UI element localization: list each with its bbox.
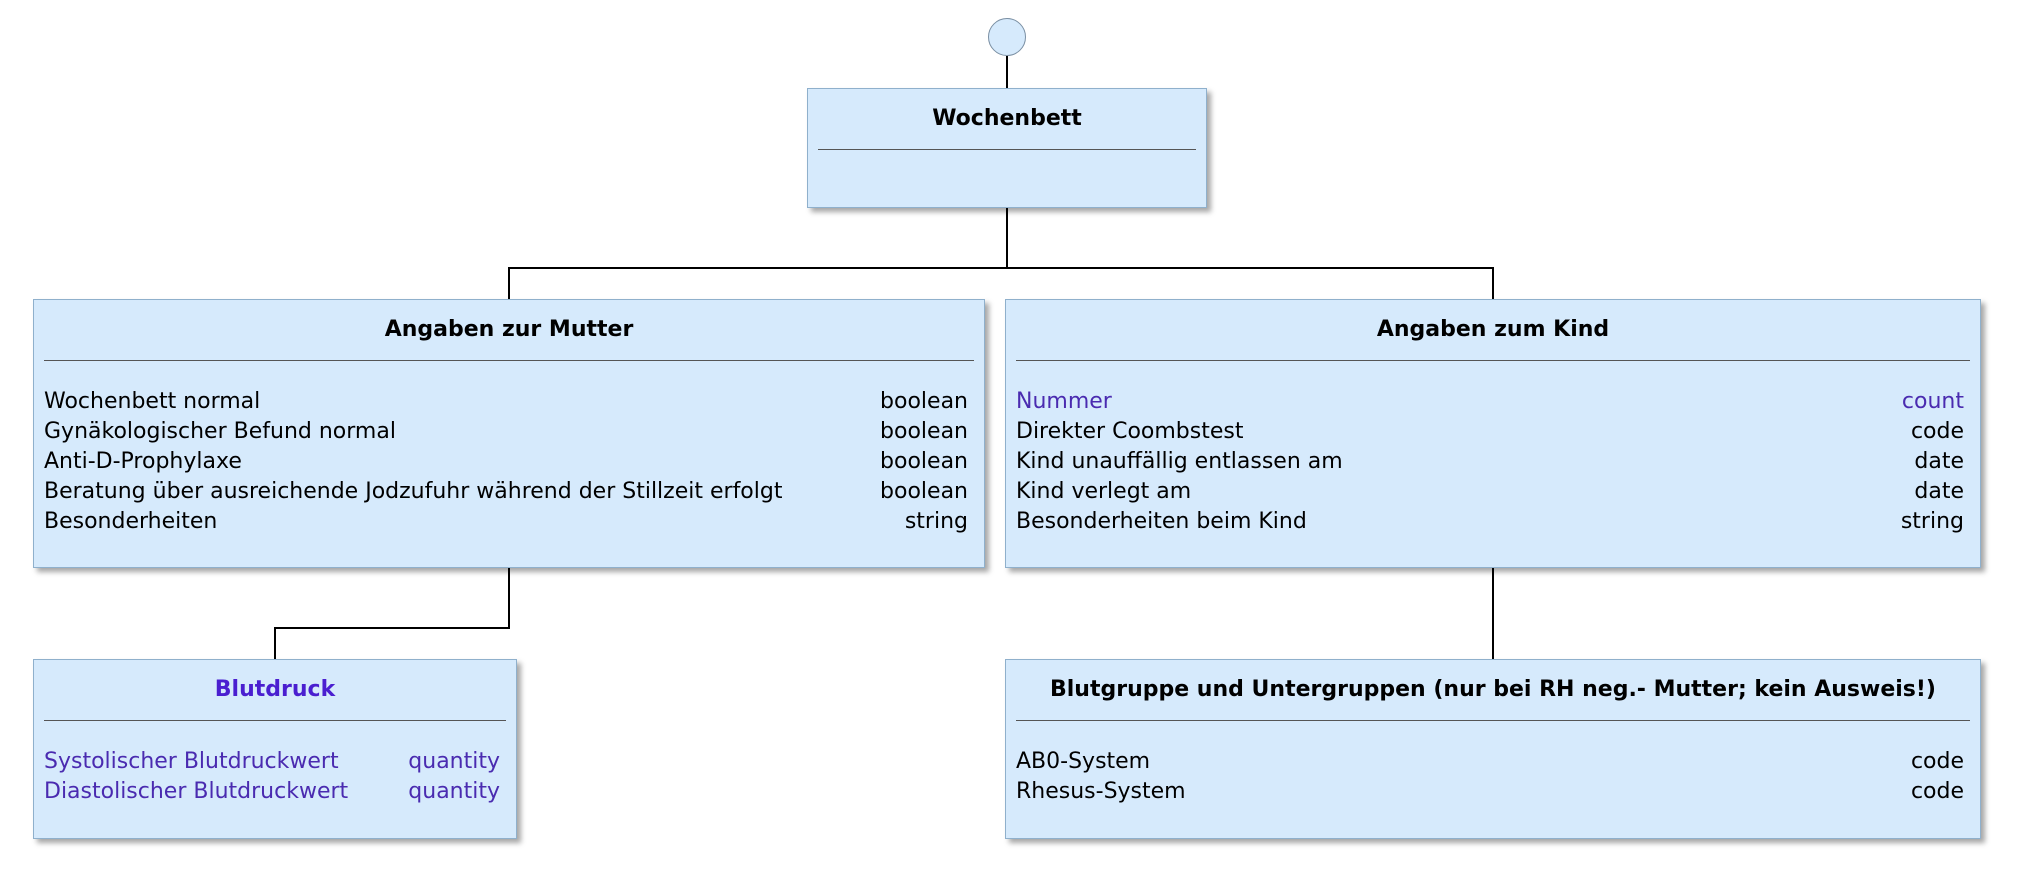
connector-mutter-blutdruck	[274, 568, 510, 659]
attribute-type: boolean	[880, 479, 968, 504]
attribute-type: quantity	[408, 749, 500, 774]
attribute-label: Anti-D-Prophylaxe	[44, 449, 242, 474]
initial-node	[988, 18, 1026, 56]
class-box-angaben-zur-mutter: Angaben zur Mutter Wochenbett normal boo…	[33, 299, 985, 568]
connector-root-mutter	[508, 267, 1494, 299]
attribute-label: Nummer	[1016, 389, 1112, 414]
attribute-row: Besonderheiten beim Kind string	[1016, 507, 1964, 537]
attribute-label: AB0-System	[1016, 749, 1151, 774]
attribute-type: boolean	[880, 389, 968, 414]
class-box-wochenbett: Wochenbett	[807, 88, 1207, 208]
attribute-row: Anti-D-Prophylaxe boolean	[44, 447, 968, 477]
attribute-type: date	[1914, 449, 1964, 474]
attribute-type: boolean	[880, 449, 968, 474]
attribute-label: Gynäkologischer Befund normal	[44, 419, 396, 444]
attribute-type: string	[904, 509, 968, 534]
attribute-type: count	[1901, 389, 1964, 414]
attribute-row: Diastolischer Blutdruckwert quantity	[44, 777, 500, 807]
attribute-label: Besonderheiten beim Kind	[1016, 509, 1307, 534]
attribute-row: Systolischer Blutdruckwert quantity	[44, 747, 500, 777]
attribute-row: AB0-System code	[1016, 747, 1964, 777]
attribute-row: Beratung über ausreichende Jodzufuhr wäh…	[44, 477, 968, 507]
attribute-label: Kind unauffällig entlassen am	[1016, 449, 1343, 474]
class-box-blutgruppe: Blutgruppe und Untergruppen (nur bei RH …	[1005, 659, 1981, 839]
attribute-label: Beratung über ausreichende Jodzufuhr wäh…	[44, 479, 783, 504]
attribute-label: Rhesus-System	[1016, 779, 1186, 804]
attribute-label: Systolischer Blutdruckwert	[44, 749, 339, 774]
attribute-type: code	[1910, 779, 1964, 804]
attribute-row: Besonderheiten string	[44, 507, 968, 537]
attribute-type: boolean	[880, 419, 968, 444]
attribute-label: Diastolischer Blutdruckwert	[44, 779, 349, 804]
class-title: Blutdruck	[44, 660, 506, 721]
class-title: Angaben zur Mutter	[44, 300, 974, 361]
attribute-type: quantity	[408, 779, 500, 804]
class-title: Wochenbett	[818, 89, 1196, 150]
attribute-type: date	[1914, 479, 1964, 504]
attribute-row: Kind verlegt am date	[1016, 477, 1964, 507]
attribute-label: Besonderheiten	[44, 509, 218, 534]
attribute-row: Wochenbett normal boolean	[44, 387, 968, 417]
attribute-type: string	[1900, 509, 1964, 534]
attribute-type: code	[1910, 419, 1964, 444]
attribute-row: Gynäkologischer Befund normal boolean	[44, 417, 968, 447]
class-title: Angaben zum Kind	[1016, 300, 1970, 361]
attribute-row: Nummer count	[1016, 387, 1964, 417]
class-box-blutdruck: Blutdruck Systolischer Blutdruckwert qua…	[33, 659, 517, 839]
attribute-row: Rhesus-System code	[1016, 777, 1964, 807]
class-box-angaben-zum-kind: Angaben zum Kind Nummer count Direkter C…	[1005, 299, 1981, 568]
attribute-label: Wochenbett normal	[44, 389, 261, 414]
attribute-type: code	[1910, 749, 1964, 774]
class-title: Blutgruppe und Untergruppen (nur bei RH …	[1016, 660, 1970, 721]
attribute-label: Kind verlegt am	[1016, 479, 1192, 504]
attribute-row: Kind unauffällig entlassen am date	[1016, 447, 1964, 477]
attribute-label: Direkter Coombstest	[1016, 419, 1244, 444]
attribute-row: Direkter Coombstest code	[1016, 417, 1964, 447]
